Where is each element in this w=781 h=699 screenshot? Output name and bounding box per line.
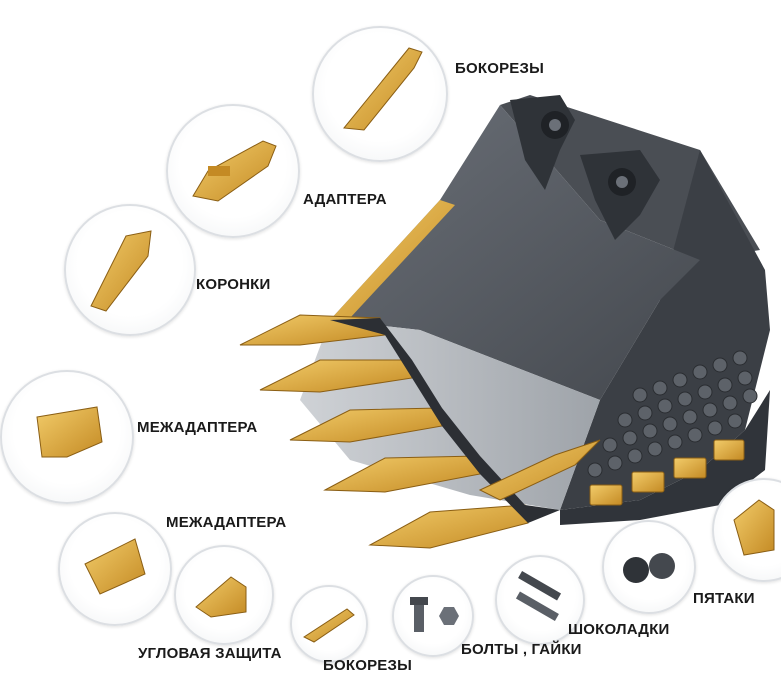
side-cutter-bottom-circle <box>290 585 368 663</box>
tooth-circle <box>64 204 196 336</box>
bolts-nuts-circle <box>392 575 474 657</box>
label-bolts-nuts: БОЛТЫ , ГАЙКИ <box>461 641 582 658</box>
label-inter-adapters-2: МЕЖАДАПТЕРА <box>166 514 287 531</box>
label-wear-bars: ШОКОЛАДКИ <box>568 621 670 638</box>
wear-buttons-circle <box>602 520 696 614</box>
label-adapters: АДАПТЕРА <box>303 191 387 208</box>
wear-bars-circle <box>495 555 585 645</box>
inter-adapter-2-circle <box>58 512 172 626</box>
label-teeth: КОРОНКИ <box>196 276 271 293</box>
label-side-cutters-top: БОКОРЕЗЫ <box>455 60 544 77</box>
adapter-circle <box>166 104 300 238</box>
heel-shroud-circle <box>712 478 781 582</box>
side-cutter-top-circle <box>312 26 448 162</box>
label-side-cutters-bottom: БОКОРЕЗЫ <box>323 657 412 674</box>
corner-protection-circle <box>174 545 274 645</box>
label-wear-buttons: ПЯТАКИ <box>693 590 755 607</box>
inter-adapter-1-circle <box>0 370 134 504</box>
label-inter-adapters-1: МЕЖАДАПТЕРА <box>137 419 258 436</box>
label-corner-protection: УГЛОВАЯ ЗАЩИТА <box>138 645 282 662</box>
